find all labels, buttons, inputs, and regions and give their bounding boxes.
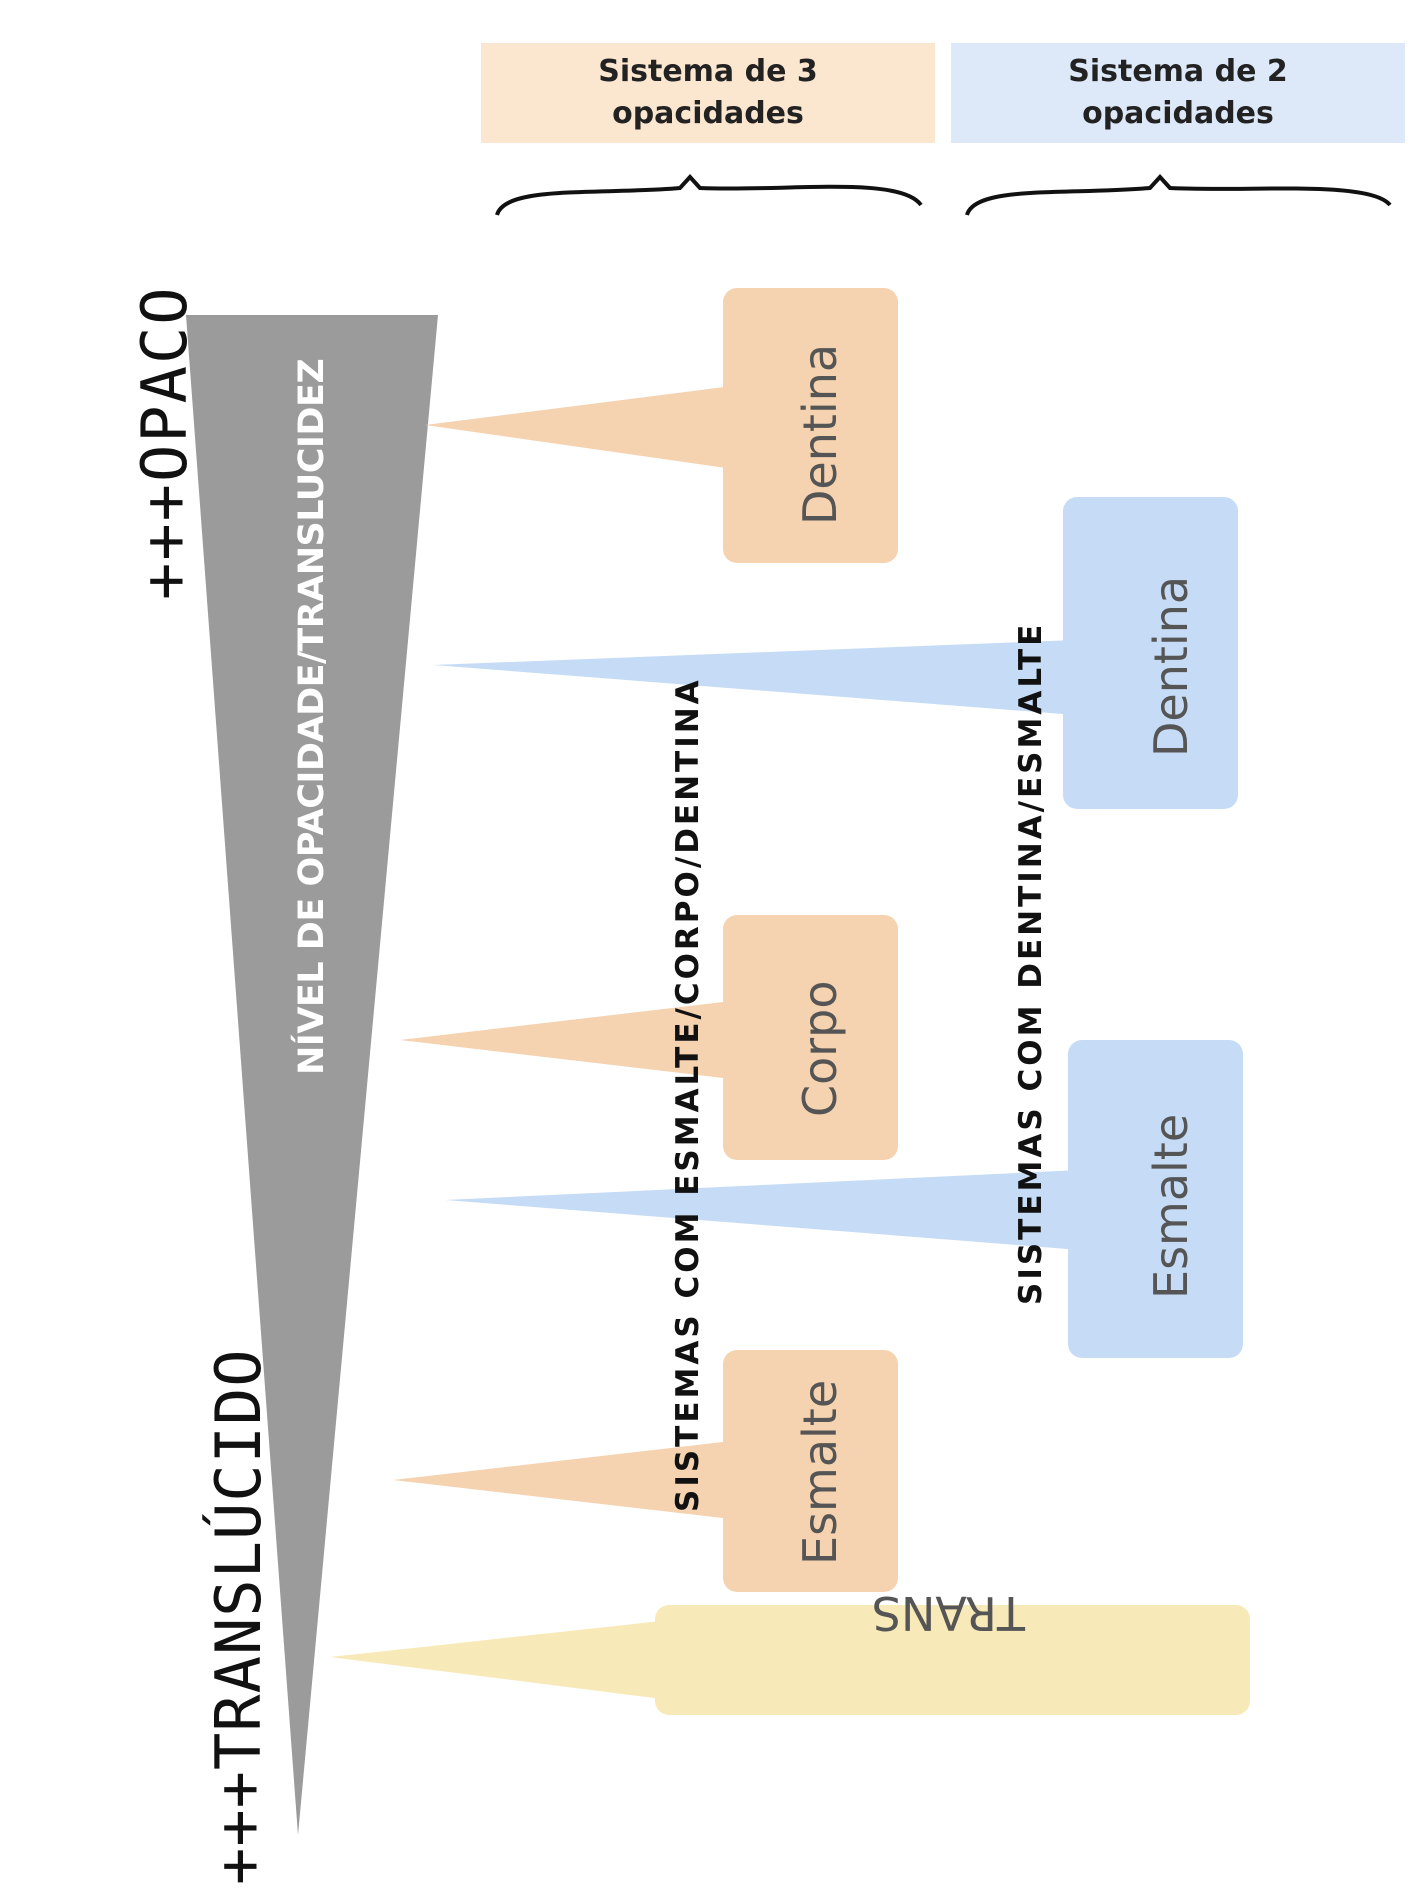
header-two-line1: Sistema de 2	[1068, 54, 1288, 89]
box-corpo	[723, 915, 898, 1160]
esmalte-two-label: Esmalte	[1144, 1113, 1198, 1299]
esmalte-three-label: Esmalte	[793, 1379, 847, 1565]
brace-two	[965, 174, 1392, 216]
system-two-label: SISTEMAS COM DENTINA/ESMALTE	[1013, 621, 1049, 1305]
box-trans	[655, 1605, 1250, 1715]
box-dentina-two	[1063, 497, 1238, 809]
axis-label: NÍVEL DE OPACIDADE/TRANSLUCIDEZ	[292, 358, 332, 1075]
pointer-corpo	[400, 1000, 740, 1080]
box-dentina-three	[723, 288, 898, 563]
pointer-esmalte-two	[445, 1170, 1080, 1250]
header-three-opacities: Sistema de 3 opacidades	[481, 43, 935, 143]
pointer-esmalte-three	[393, 1440, 740, 1520]
pointer-dentina-two	[433, 640, 1075, 715]
corpo-label: Corpo	[793, 980, 847, 1117]
trans-label: TRANS	[871, 1586, 1025, 1640]
translucent-end-label: +++TRANSLÚCIDO	[202, 1348, 275, 1885]
header-three-line1: Sistema de 3	[598, 54, 818, 89]
brace-three	[495, 174, 923, 216]
header-three-line2: opacidades	[612, 96, 804, 131]
header-two-opacities: Sistema de 2 opacidades	[951, 43, 1405, 143]
pointer-dentina-three	[425, 385, 740, 470]
box-esmalte-three	[723, 1350, 898, 1592]
box-esmalte-two	[1068, 1040, 1243, 1358]
header-two-line2: opacidades	[1082, 96, 1274, 131]
dentina-two-label: Dentina	[1144, 575, 1198, 757]
dentina-three-label: Dentina	[793, 343, 847, 525]
system-three-label: SISTEMAS COM ESMALTE/CORPO/DENTINA	[670, 677, 706, 1512]
opacity-triangle	[186, 315, 438, 1835]
opaque-end-label: +++OPACO	[128, 285, 201, 600]
pointer-trans	[330, 1620, 670, 1700]
